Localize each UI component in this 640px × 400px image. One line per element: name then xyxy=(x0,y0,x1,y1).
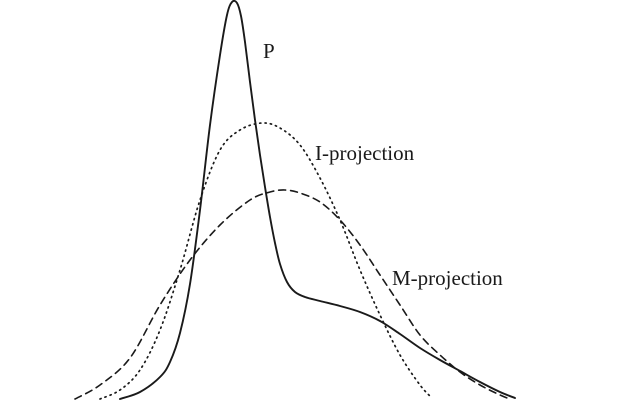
m-projection-curve xyxy=(74,189,511,400)
p-curve xyxy=(119,0,516,400)
i-projection-label: I-projection xyxy=(315,141,415,165)
i-projection-curve xyxy=(99,122,433,400)
series-layer xyxy=(74,0,516,400)
p-label: P xyxy=(263,39,275,63)
m-projection-label: M-projection xyxy=(392,266,503,290)
label-layer: P I-projection M-projection xyxy=(263,39,503,290)
